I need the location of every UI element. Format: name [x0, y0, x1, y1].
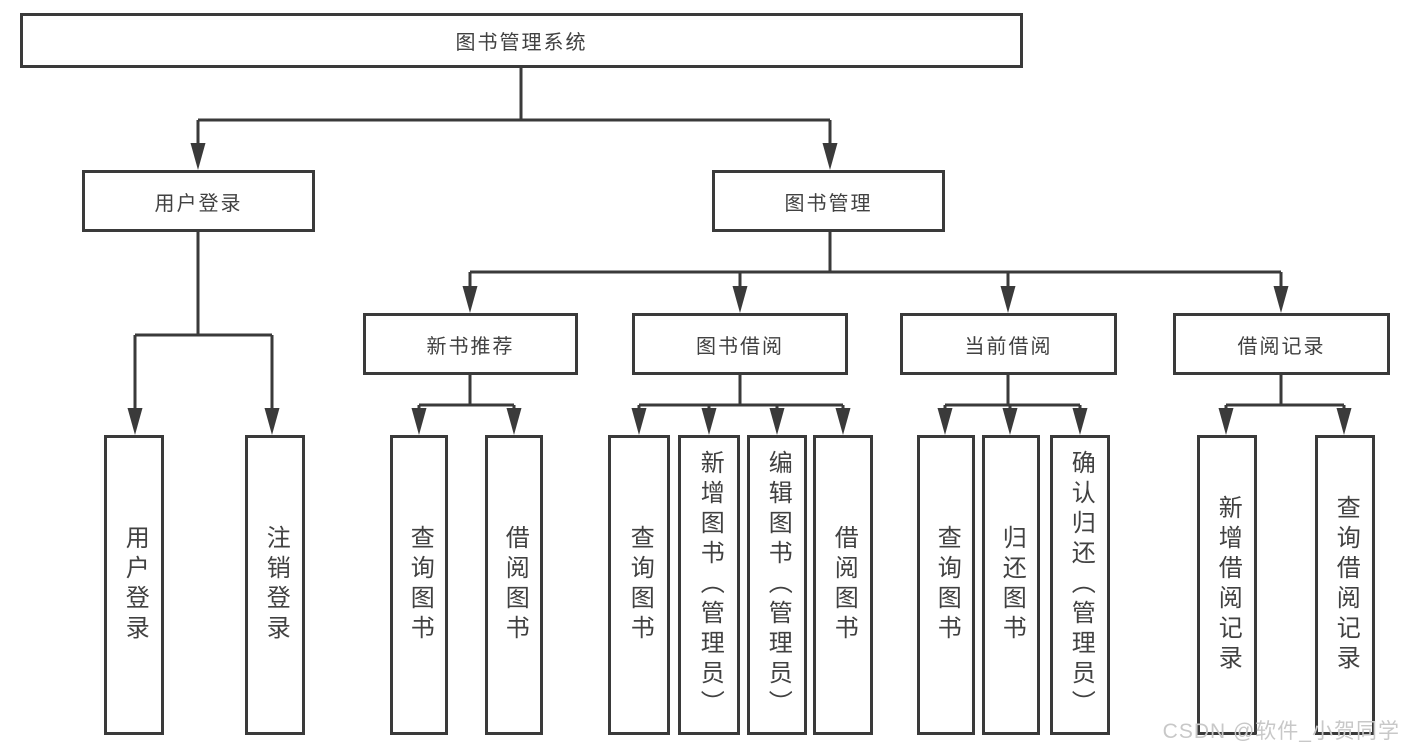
leaf-query-books-borrowing: 查询图书 — [608, 435, 670, 735]
leaf-borrow-books-recommend: 借阅图书 — [485, 435, 543, 735]
node-label: 新增借阅记录 — [1214, 495, 1242, 675]
node-label: 借阅图书 — [501, 525, 529, 645]
leaf-user-login: 用户登录 — [104, 435, 164, 735]
node-user-login: 用户登录 — [82, 170, 315, 232]
node-label: 新书推荐 — [426, 335, 515, 358]
node-book-management: 图书管理 — [712, 170, 945, 232]
leaf-logout: 注销登录 — [245, 435, 305, 735]
leaf-edit-books-admin: 编辑图书（管理员） — [747, 435, 807, 735]
node-library-management-system: 图书管理系统 — [20, 13, 1023, 68]
node-label: 编辑图书（管理员） — [764, 450, 792, 720]
node-current-borrowing: 当前借阅 — [900, 313, 1117, 375]
node-label: 注销登录 — [262, 525, 290, 645]
node-label: 查询图书 — [933, 525, 961, 645]
node-label: 当前借阅 — [964, 335, 1053, 358]
node-label: 新增图书（管理员） — [696, 450, 724, 720]
node-label: 确认归还（管理员） — [1067, 450, 1095, 720]
node-label: 查询图书 — [406, 525, 434, 645]
leaf-confirm-return-admin: 确认归还（管理员） — [1050, 435, 1110, 735]
leaf-query-borrow-record: 查询借阅记录 — [1315, 435, 1375, 735]
node-label: 查询图书 — [626, 525, 654, 645]
node-label: 用户登录 — [154, 192, 243, 215]
leaf-query-books-current: 查询图书 — [917, 435, 975, 735]
node-label: 图书借阅 — [696, 335, 784, 358]
node-label: 归还图书 — [998, 525, 1026, 645]
leaf-add-borrow-record: 新增借阅记录 — [1197, 435, 1257, 735]
node-new-book-recommend: 新书推荐 — [363, 313, 578, 375]
leaf-return-books: 归还图书 — [982, 435, 1040, 735]
leaf-borrow-books: 借阅图书 — [813, 435, 873, 735]
node-label: 用户登录 — [121, 525, 149, 645]
node-label: 图书管理 — [784, 192, 873, 215]
leaf-add-books-admin: 新增图书（管理员） — [678, 435, 740, 735]
node-borrowing-records: 借阅记录 — [1173, 313, 1390, 375]
node-book-borrowing: 图书借阅 — [632, 313, 848, 375]
node-label: 借阅图书 — [830, 525, 858, 645]
leaf-query-books-recommend: 查询图书 — [390, 435, 448, 735]
node-label: 图书管理系统 — [455, 32, 588, 54]
node-label: 借阅记录 — [1237, 335, 1326, 358]
csdn-watermark: CSDN @软件_小贺同学 — [1162, 720, 1400, 743]
node-label: 查询借阅记录 — [1332, 495, 1360, 675]
